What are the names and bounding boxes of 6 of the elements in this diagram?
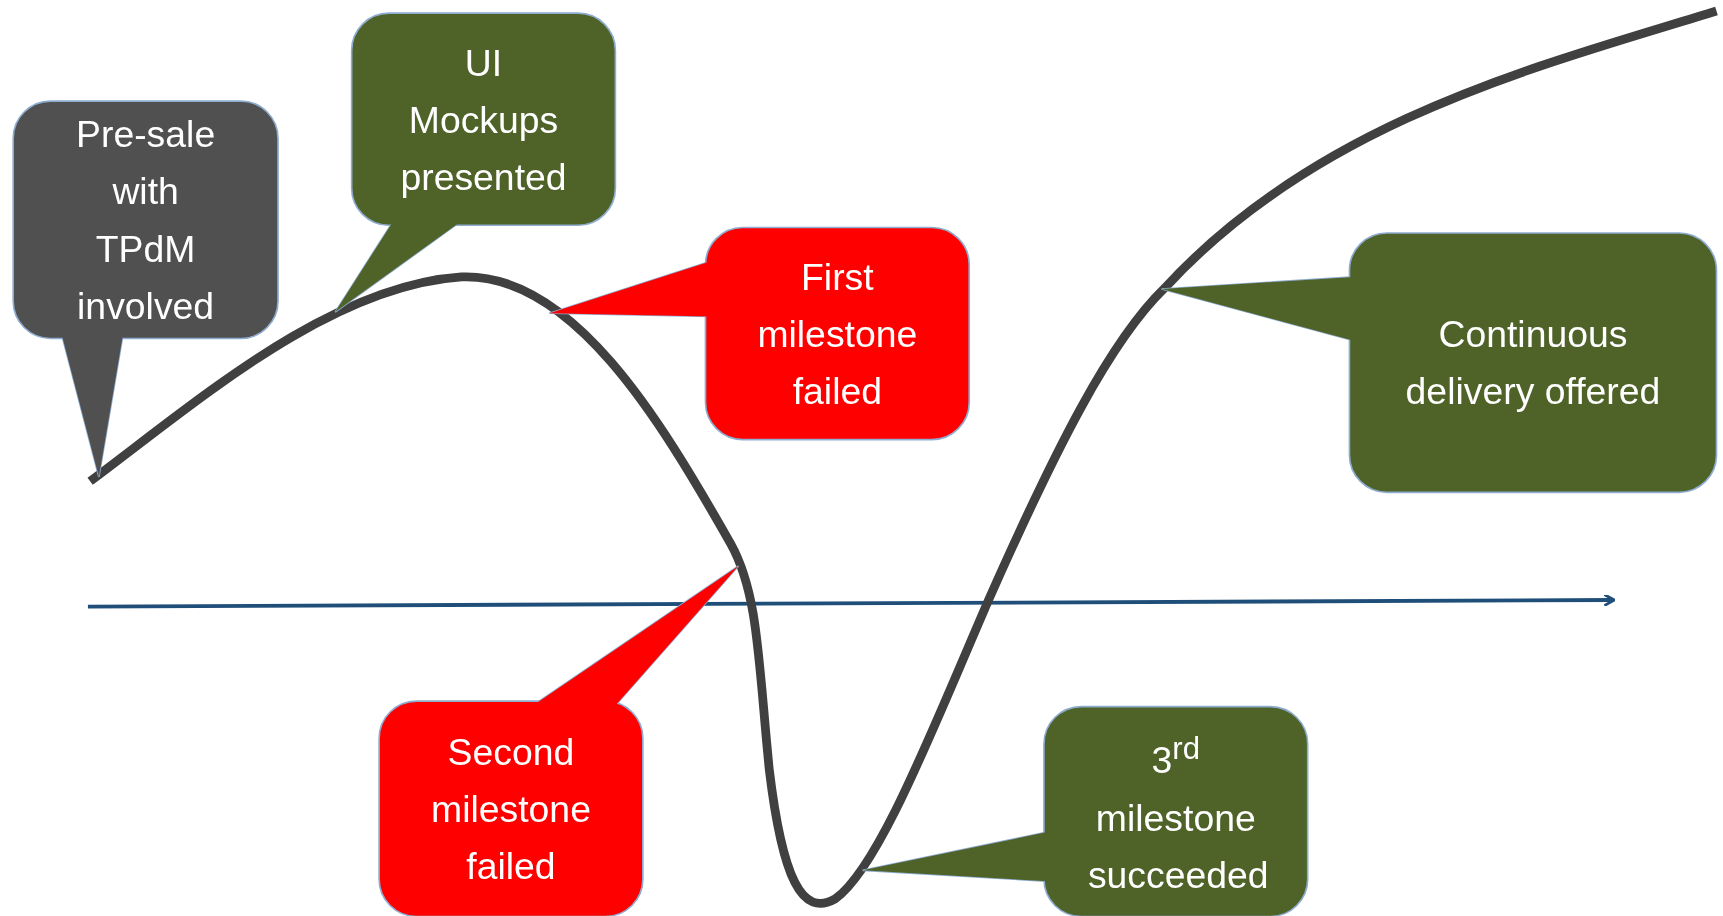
callout-text: 3$^{rd}$ milestone succeeded <box>1087 730 1264 898</box>
callout-text: Second milestone failed <box>430 729 592 889</box>
callout-text: Continuous delivery offered <box>1404 312 1662 415</box>
callout-text: Pre-sale with TPdM involved <box>75 112 217 329</box>
callout-text: UI Mockups presented <box>399 40 568 200</box>
callout-text: First milestone failed <box>756 254 919 414</box>
